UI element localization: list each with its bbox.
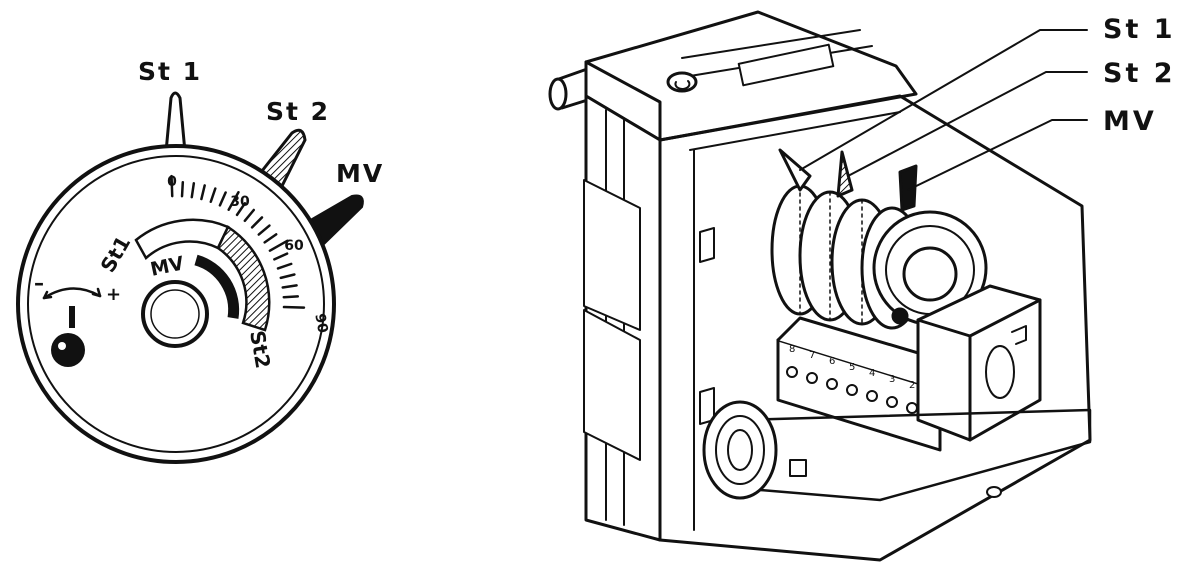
dial-tick: [281, 284, 298, 289]
dial-label-st1: St 1: [138, 57, 202, 86]
dial-tick: [273, 252, 289, 261]
mv-pointer: [305, 194, 364, 246]
dial-tick: [209, 187, 217, 204]
scale-label-30: 30: [230, 194, 250, 210]
callout-label-st2: St 2: [1103, 58, 1176, 89]
dial-tick: [282, 295, 300, 299]
dial-tick: [276, 262, 293, 270]
dial-tick: [218, 191, 227, 207]
st2-lever: [836, 150, 854, 198]
housing-front-frame: [658, 94, 1092, 562]
mv-arc: [194, 254, 240, 319]
terminal-number: 3: [889, 374, 895, 385]
adjust-minus-sign: –: [34, 271, 44, 295]
mv-lever: [898, 164, 918, 212]
bottom-screw: [789, 459, 807, 477]
callout-label-mv: MV: [1103, 106, 1157, 137]
terminal-screw: [826, 378, 838, 390]
terminal-number: 2: [909, 380, 915, 391]
terminal-number: 6: [829, 356, 835, 367]
terminal-number: 8: [789, 344, 795, 355]
st1-pointer: [164, 91, 187, 154]
terminal-screw: [806, 372, 818, 384]
cam-dial: 0 30 60 90 St1 MV St2 – + St 1 St 2 MV: [16, 57, 384, 464]
dial-tick: [180, 180, 185, 198]
adjust-knob: [42, 287, 102, 367]
dial-tick: [200, 184, 206, 201]
scale-label-60: 60: [284, 238, 304, 254]
callout-leaders: [799, 29, 1088, 191]
st1-lever: [778, 148, 812, 192]
relay-module: [916, 284, 1042, 442]
scale-label-90: 90: [311, 312, 330, 334]
dial-tick: [282, 305, 306, 309]
terminal-screw: [906, 402, 918, 414]
terminal-screw: [886, 396, 898, 408]
st2-arc: [216, 225, 271, 332]
terminal-screw: [786, 366, 798, 378]
dial-label-st2: St 2: [266, 97, 330, 126]
dial-tick: [190, 182, 196, 199]
callout-label-st1: St 1: [1103, 14, 1176, 45]
dial-tick: [263, 233, 278, 244]
dial-label-mv: MV: [336, 159, 384, 188]
terminal-number: 4: [869, 368, 875, 379]
dial-tick: [268, 239, 289, 252]
dial-tick: [243, 208, 256, 223]
dial-tick: [170, 174, 174, 198]
terminal-screw: [866, 390, 878, 402]
adjust-plus-sign: +: [106, 284, 121, 305]
dial-tick: [279, 273, 296, 280]
terminal-number: 7: [809, 350, 815, 361]
dial-tick: [257, 224, 271, 236]
mount-hole: [986, 486, 1002, 498]
dial-tick: [250, 216, 264, 229]
cable-gland: [702, 400, 778, 500]
terminal-number: 5: [849, 362, 855, 373]
scale-label-0: 0: [167, 174, 177, 190]
dial-hub-inner: [150, 289, 200, 339]
lid-label-plate: [737, 43, 835, 87]
actuator-unit: 87654321: [548, 10, 1092, 562]
cam-stack: [770, 184, 988, 330]
dial-tick: [227, 191, 240, 211]
dial-tick: [235, 202, 247, 217]
dial-scale-ticks: [170, 174, 306, 309]
terminal-screw: [846, 384, 858, 396]
